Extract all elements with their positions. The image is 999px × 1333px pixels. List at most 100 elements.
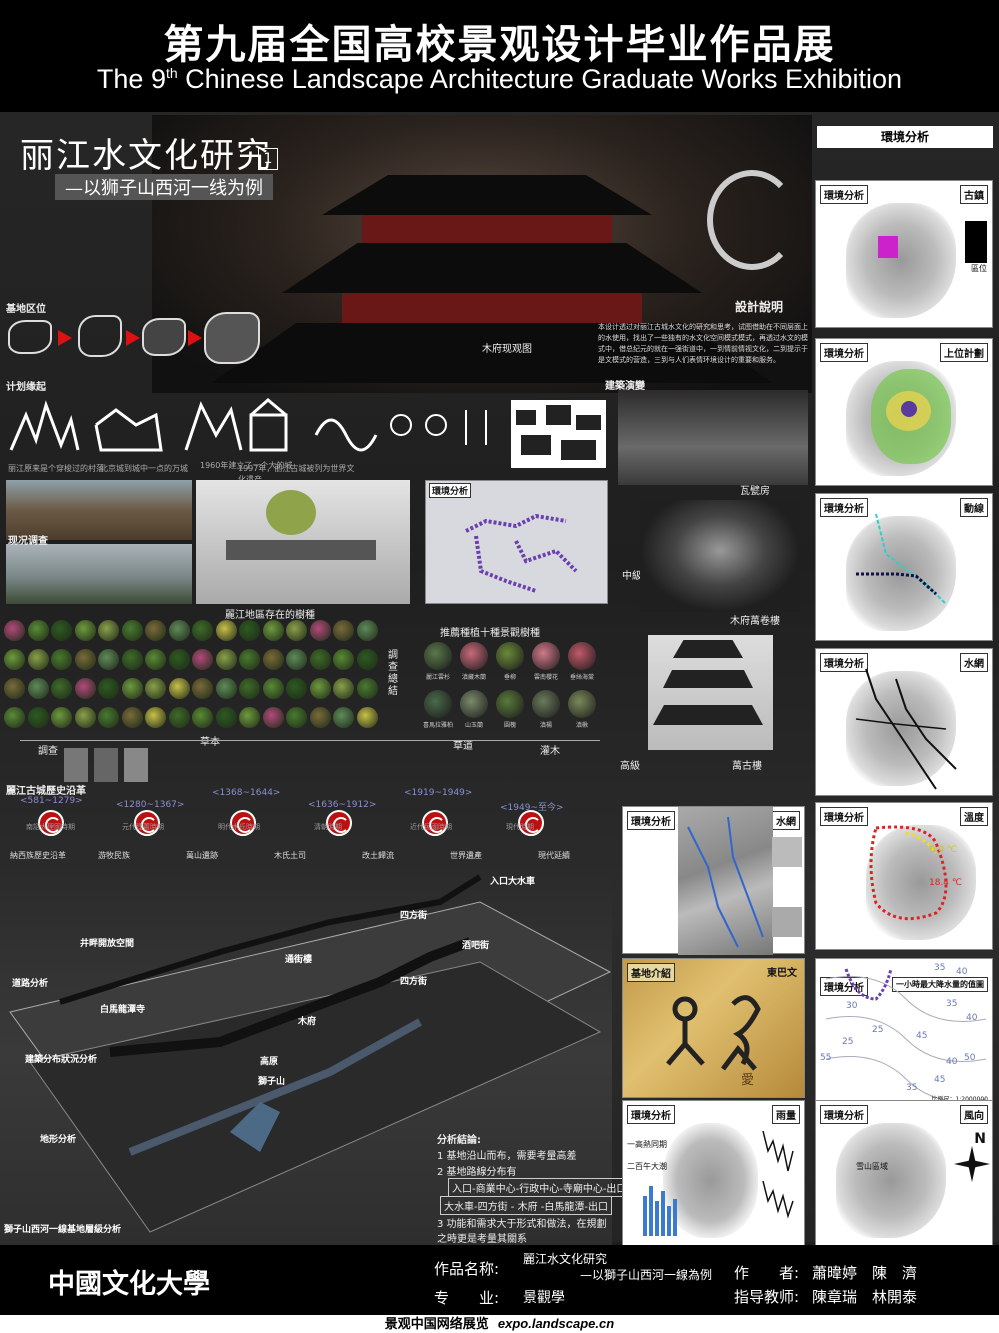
site-location-label: 基地区位	[6, 304, 46, 315]
recommended-tree-name: 麗江雲杉	[425, 674, 450, 681]
analysis-flow-2: 大水車-四方街 - 木府 -白馬龍潭-出口	[440, 1196, 612, 1215]
plant-photo	[215, 649, 237, 670]
district-map-label: 環境分析	[429, 483, 472, 498]
plant-photo	[215, 620, 237, 641]
era-seal-icon	[38, 810, 64, 836]
wufu-photo	[640, 500, 800, 612]
plant-grid	[4, 620, 384, 732]
rain-value: 35	[906, 1083, 918, 1093]
plant-photo	[215, 707, 237, 728]
summary-rule	[20, 740, 600, 741]
sketch-caption-3: 1960年建立了一个大的城	[200, 461, 293, 470]
era-name: 清朝時期	[314, 823, 342, 831]
panel-temperature: 環境分析 溫度 6.0 ℃ 18.4 ℃	[815, 802, 993, 950]
compass-icon	[954, 1146, 990, 1182]
plant-photo	[74, 678, 96, 699]
analysis-flow-1: 入口-商業中心-行政中心-寺廟中心-出口	[448, 1178, 631, 1197]
plant-photo	[192, 678, 213, 699]
plant-photo	[168, 678, 190, 699]
panel-subtitle: 古鎮	[960, 185, 988, 204]
era-caption: 世界遺產	[450, 851, 482, 860]
plant-photo	[356, 678, 378, 699]
wangu-label: 萬古樓	[732, 761, 762, 772]
highlight-area	[878, 236, 898, 258]
design-notes-body: 本设计透过对丽江古城水文化的研究和思考，试图借助在不同层面上的水使用，找出了一些…	[598, 323, 808, 364]
recommended-tree-photo	[532, 642, 560, 670]
tree-grid: 麗江雲杉滇藏木蘭垂柳雲南櫻花垂絲海棠喜馬拉雅柏山玉蘭圓槐滇楊滇楸	[420, 636, 600, 736]
plan-origin-label: 计划缘起	[6, 382, 46, 393]
plant-photo	[168, 707, 190, 728]
work-name-key: 作品名称:	[434, 1260, 500, 1278]
sketch-row	[9, 398, 606, 468]
survey-thumb-2	[94, 748, 118, 782]
plant-photo	[309, 707, 331, 728]
major-val: 景觀學	[523, 1290, 565, 1306]
plant-photo	[286, 707, 307, 728]
recommended-tree-photo	[532, 690, 560, 718]
plant-photo	[121, 707, 143, 728]
era-name: 現代時期	[506, 823, 534, 831]
panel-rainfall: 環境分析 雨量 一高熱同期 二百午大潮	[622, 1100, 805, 1248]
analysis-title: 分析結論:	[437, 1135, 481, 1146]
north-label: N	[974, 1131, 986, 1147]
survey-photo-town	[6, 480, 192, 540]
plant-photo	[192, 649, 213, 670]
plant-photo	[239, 620, 260, 641]
temperature-min: 18.4 ℃	[928, 878, 962, 888]
arrow-icon	[58, 330, 72, 346]
arrow-icon	[188, 330, 202, 346]
recommended-tree-name: 圓槐	[503, 722, 516, 729]
survey-thumb-3	[124, 748, 148, 782]
field-survey-label: 现况调查	[8, 536, 48, 547]
shrubs-label: 灌木	[540, 746, 560, 757]
temple-photo	[152, 115, 812, 393]
plant-photo	[98, 707, 119, 728]
plant-photo	[333, 649, 354, 670]
title-chinese: 第九届全国高校景观设计毕业作品展	[163, 22, 836, 68]
plant-photo	[27, 678, 49, 699]
panel-title: 環境分析	[820, 498, 868, 517]
recommended-tree-photo	[424, 642, 452, 670]
era-caption: 游牧民族	[98, 851, 130, 860]
title-en-pre: The 9	[96, 64, 166, 94]
model-label: 建築分布狀況分析	[25, 1055, 98, 1065]
plant-photo	[356, 620, 378, 641]
building-evolution-label: 建築演變	[605, 381, 645, 392]
recommended-tree-name: 垂絲海棠	[569, 674, 594, 681]
survey-summary-label: 調查總結	[388, 650, 398, 697]
plant-photo	[356, 649, 378, 670]
plant-photo	[168, 620, 190, 641]
plant-photo	[74, 620, 96, 641]
rain-value: 25	[842, 1037, 854, 1047]
site-model-3d	[0, 862, 612, 1247]
author-val: 蕭暐婷 陳 濟	[812, 1264, 918, 1282]
major-key: 专 业:	[434, 1289, 500, 1307]
analysis-point-3: 3 功能和需求大于形式和做法，在規劃之時更是考量其關系	[437, 1219, 607, 1245]
panel-subtitle: 水網	[960, 653, 988, 672]
model-label: 木府	[298, 1017, 317, 1027]
panel-title: 環境分析	[820, 185, 868, 204]
plant-photo	[27, 620, 49, 641]
era-caption: 改土歸流	[362, 851, 394, 860]
rain-value: 35	[934, 963, 946, 973]
wufu-label: 木府萬卷樓	[730, 616, 780, 627]
circulation-map	[846, 516, 956, 631]
rain-value: 40	[956, 967, 968, 977]
location-map-3	[142, 318, 186, 356]
inset-label: 區位	[971, 264, 987, 273]
model-label: 酒吧街	[462, 941, 490, 951]
arrow-icon	[126, 330, 140, 346]
inset-photo-2	[772, 907, 802, 937]
plant-photo	[333, 678, 354, 699]
rain-map	[663, 1123, 758, 1238]
panel-title: 環境分析	[820, 1105, 868, 1124]
history-timeline: <581~1279>南詔大理國時期<1280~1367>元代建置時期<1368~…	[0, 788, 610, 864]
rain-value: 40	[966, 1013, 978, 1023]
panel-title: 環境分析	[627, 811, 675, 830]
panel-ancient-town: 環境分析 古鎮 區位	[815, 180, 993, 328]
wangu-drawing	[648, 635, 773, 750]
study-title: 丽江水文化研究	[20, 136, 272, 176]
town-map	[846, 203, 956, 318]
plant-photo	[262, 678, 284, 699]
